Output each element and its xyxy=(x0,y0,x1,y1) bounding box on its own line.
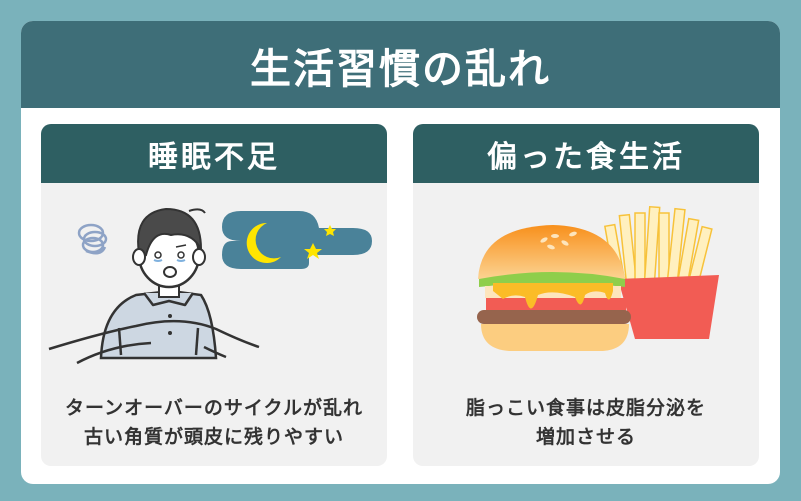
panel-unbalanced-diet: 偏った食生活 xyxy=(413,124,759,466)
dizzy-scribble-icon xyxy=(77,223,108,255)
panel-description: ターンオーバーのサイクルが乱れ 古い角質が頭皮に残りやすい xyxy=(41,394,387,452)
burger-fries-illustration xyxy=(477,205,719,351)
panel-sleep-deprivation: 睡眠不足 xyxy=(41,124,387,466)
description-line-1: ターンオーバーのサイクルが乱れ xyxy=(65,397,363,419)
panel-description: 脂っこい食事は皮脂分泌を 増加させる xyxy=(413,394,759,452)
hamburger-icon xyxy=(477,225,631,351)
panel-header: 睡眠不足 xyxy=(41,124,387,183)
panel-title: 睡眠不足 xyxy=(148,139,280,175)
description-line-1: 脂っこい食事は皮脂分泌を xyxy=(465,397,706,419)
main-header: 生活習慣の乱れ xyxy=(21,21,780,108)
blanket-icon xyxy=(48,319,260,365)
description-line-2: 増加させる xyxy=(535,426,636,448)
fries-icon xyxy=(603,205,719,339)
man-icon xyxy=(99,207,218,360)
panel-title: 偏った食生活 xyxy=(487,139,685,175)
main-card: 生活習慣の乱れ 睡眠不足 xyxy=(21,21,780,484)
page-title: 生活習慣の乱れ xyxy=(250,44,551,93)
night-cloud-icon xyxy=(222,211,372,269)
description-line-2: 古い角質が頭皮に残りやすい xyxy=(83,426,344,448)
panel-header: 偏った食生活 xyxy=(413,124,759,183)
sleepless-man-illustration xyxy=(48,207,372,365)
